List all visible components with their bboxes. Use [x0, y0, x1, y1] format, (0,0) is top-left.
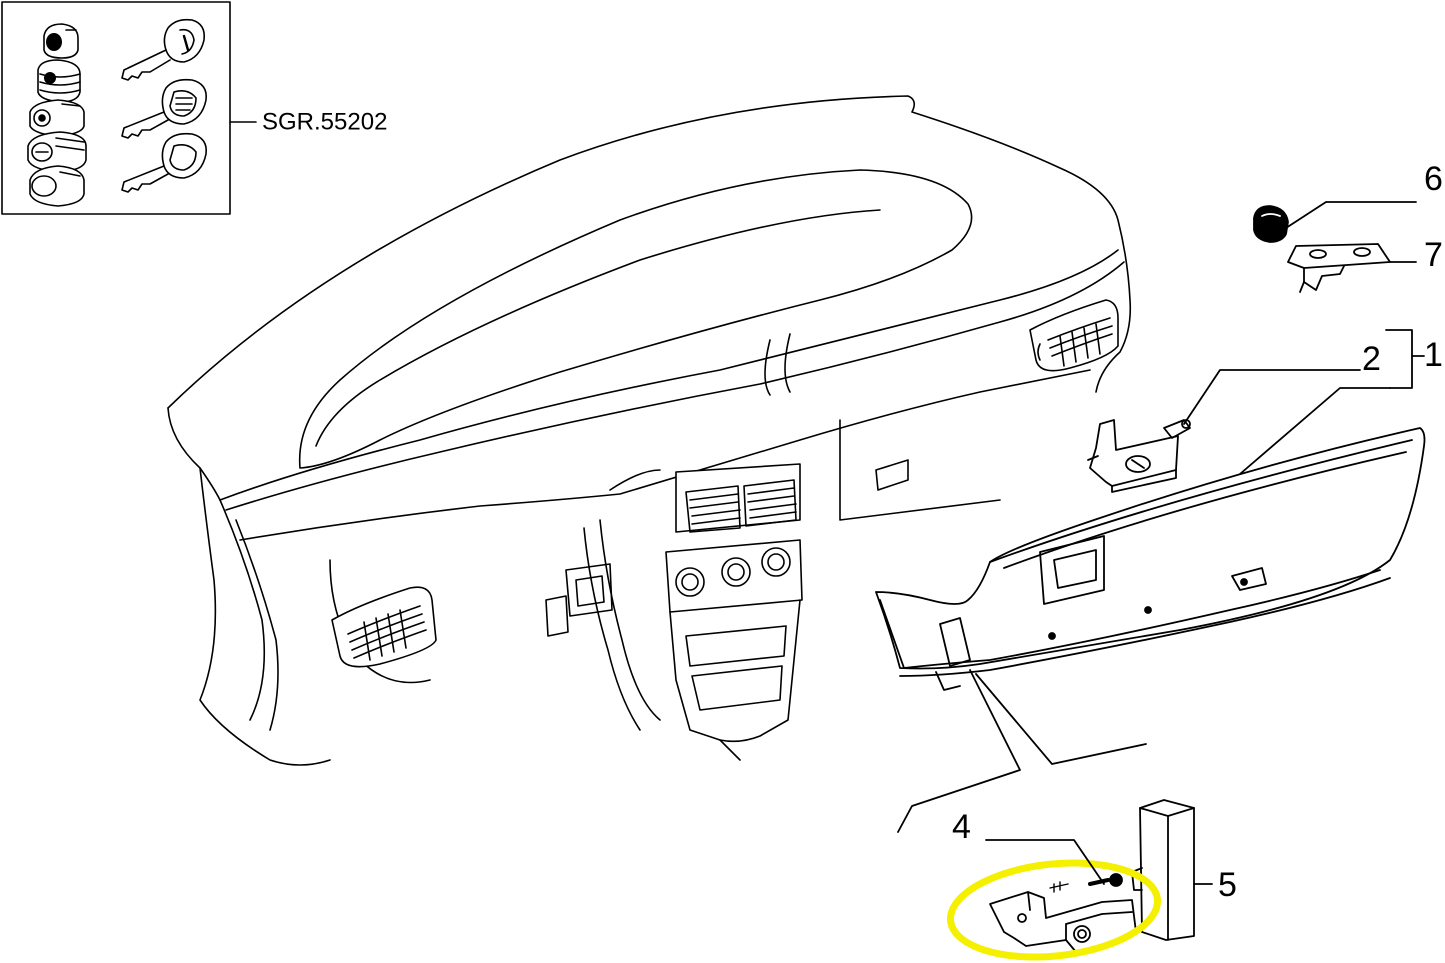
leader-line-4: [985, 839, 1105, 885]
callout-4: 4: [952, 808, 971, 846]
key-icon: [121, 132, 208, 193]
callout-6: 6: [1424, 160, 1443, 198]
glovebox-lid: [875, 427, 1426, 691]
callout-1: 1: [1424, 336, 1443, 374]
callout-2: 2: [1362, 340, 1381, 378]
key-set: [121, 18, 208, 193]
lock-cylinder-icon: [29, 99, 85, 137]
center-console: [583, 519, 801, 761]
glovebox-latch: [1087, 419, 1191, 493]
key-icon: [121, 78, 208, 139]
kit-inset-frame: [1, 1, 231, 215]
callout-7: 7: [1424, 236, 1443, 274]
center-air-vents: [675, 463, 801, 533]
lock-cylinder-set: [27, 23, 87, 207]
right-air-vent: [1029, 299, 1119, 372]
bracket-1: [1385, 329, 1413, 389]
leader-line-6: [1285, 201, 1417, 229]
key-icon: [121, 18, 206, 81]
dashboard-assembly: [167, 95, 1132, 766]
detail-leader-upper: [975, 673, 1147, 765]
callout-5: 5: [1218, 866, 1237, 904]
leader-line-1: [1239, 387, 1391, 475]
kit-reference-code: SGR.55202: [262, 108, 387, 135]
leader-line-2: [1183, 369, 1361, 425]
lock-key-kit-inset: [1, 1, 257, 215]
lock-cylinder-icon: [37, 59, 81, 103]
left-air-vent: [331, 586, 437, 668]
detail-leader-lower: [897, 669, 1021, 833]
mounting-bracket: [1287, 243, 1391, 293]
dashboard-top-shell: [167, 95, 1132, 409]
glovebox-outer-shell: [875, 427, 1426, 670]
glovebox-stop-block: [1131, 799, 1195, 941]
lock-cylinder-icon: [43, 23, 79, 59]
dash-switch: [875, 459, 909, 491]
climate-control-panel: [665, 539, 803, 613]
retaining-clip: [1253, 205, 1289, 243]
console-side-bracket: [545, 563, 613, 637]
lock-cylinder-icon: [29, 165, 85, 207]
leader-lines: [897, 201, 1425, 885]
highlight-ring: [946, 859, 1162, 961]
